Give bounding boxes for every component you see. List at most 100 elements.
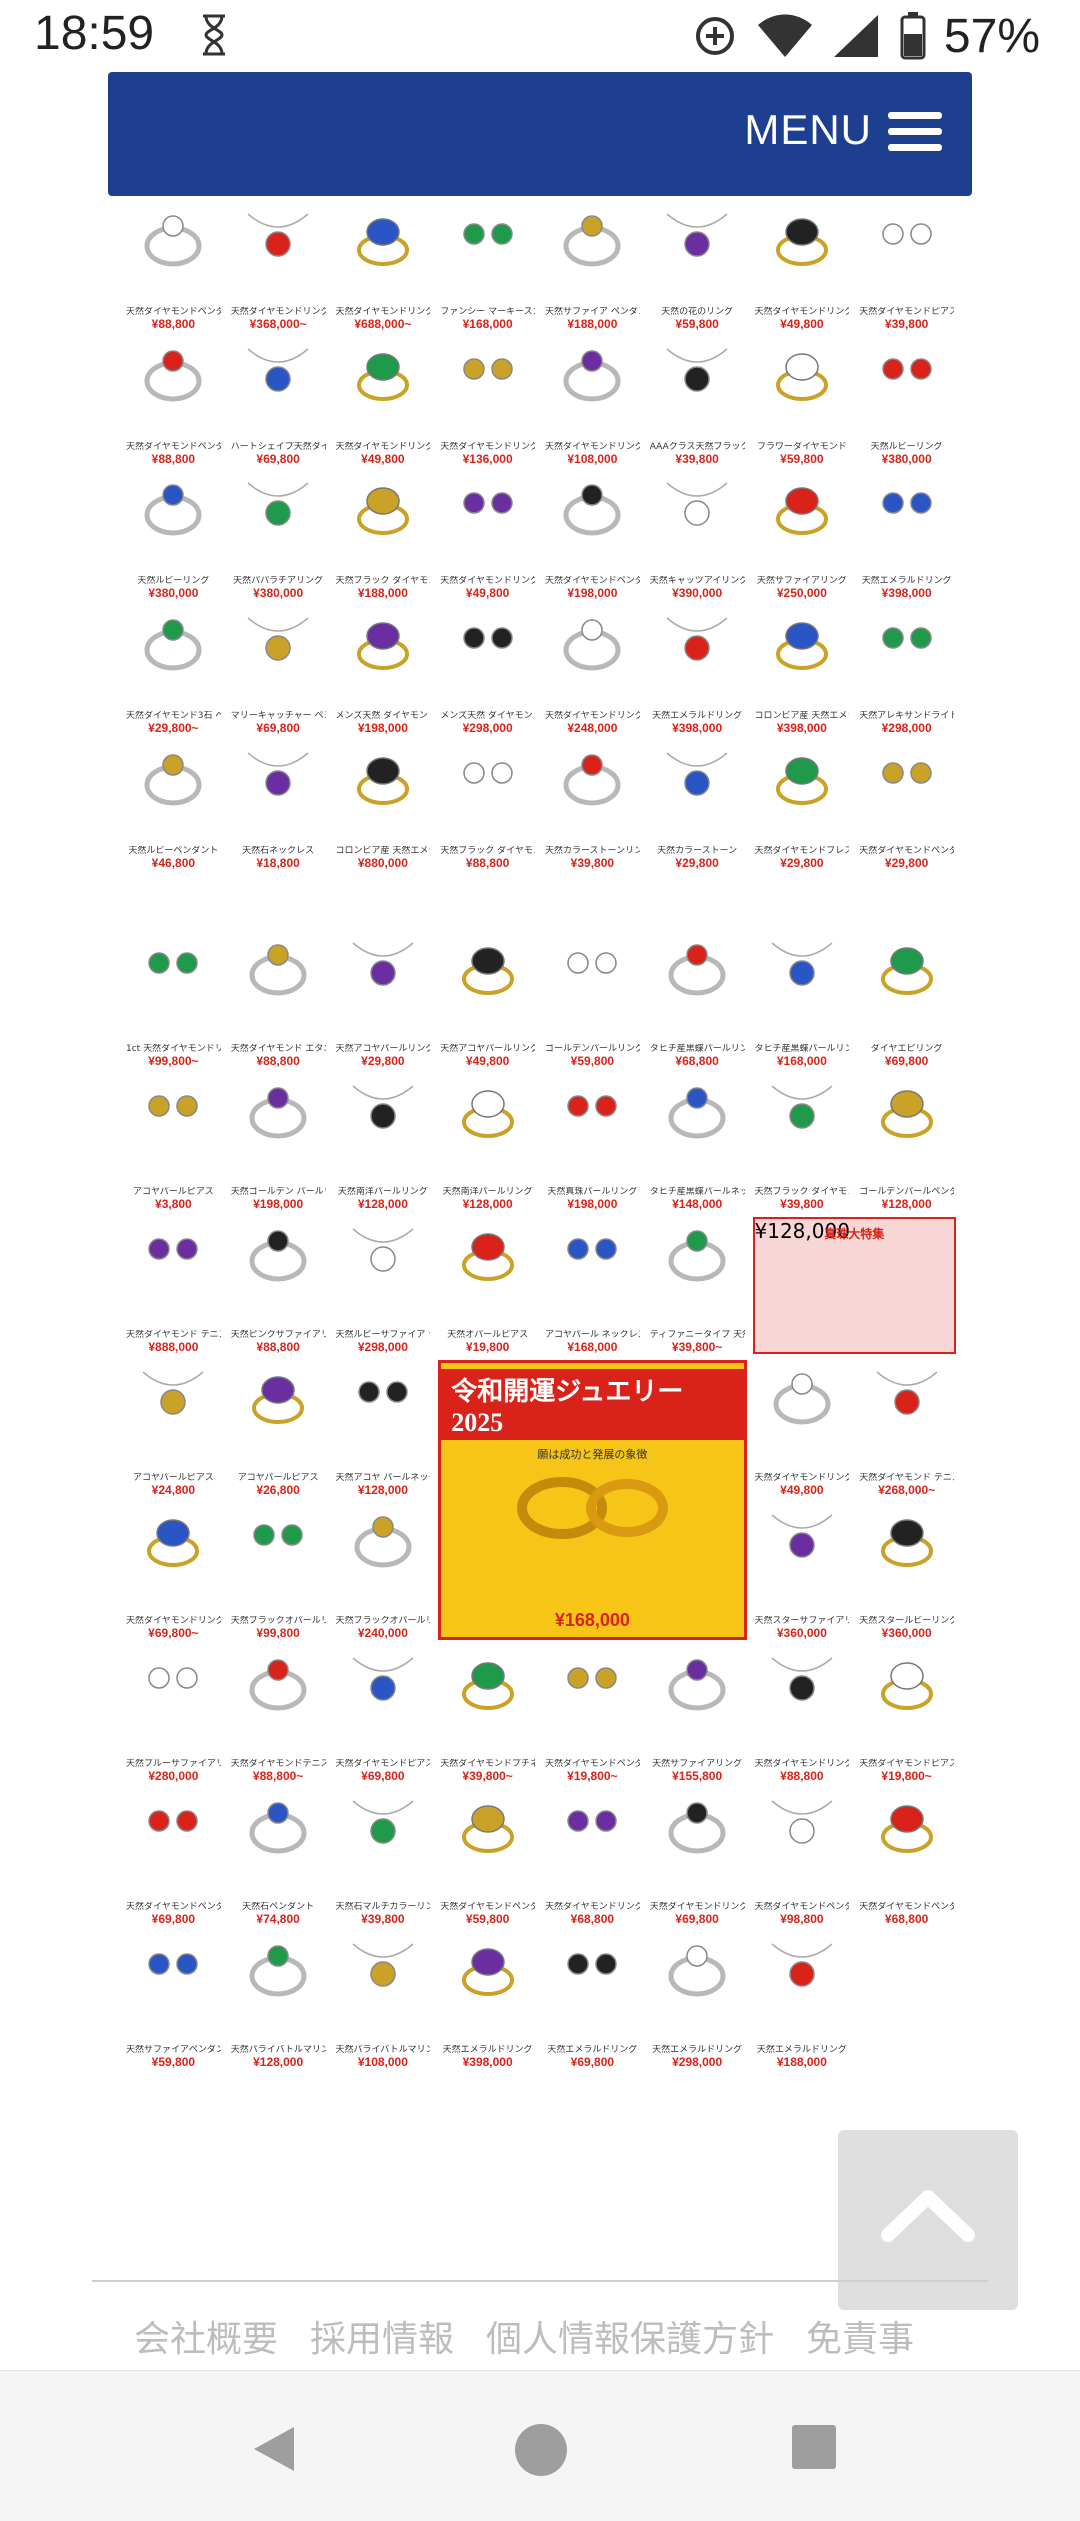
back-icon[interactable]: [248, 2423, 300, 2475]
product-price: ¥188,000: [776, 2055, 827, 2069]
product-item: 天然ダイヤモンドペンダント¥198,000: [543, 471, 642, 601]
jewelry-image: [876, 1371, 938, 1415]
product-price: ¥88,800: [256, 1340, 300, 1354]
product-price: ¥268,000~: [878, 1483, 936, 1497]
system-nav-bar: [0, 2370, 1080, 2521]
product-item: 天然ブラック ダイヤモンドネックレス¥39,800: [752, 1074, 852, 1211]
product-name: タヒチ産黒蝶パールリング: [649, 1044, 745, 1054]
product-name: 天然ブラック ダイヤモンドペンダント: [440, 846, 535, 856]
product-name: 天然石ペンダント: [242, 1902, 315, 1912]
product-price: ¥49,800: [465, 1054, 510, 1068]
product-item: 天然ダイヤモンドペンダント¥19,800~: [543, 1646, 642, 1783]
product-price: ¥168,000: [776, 1054, 827, 1068]
product-name: 天然ゴールデン パールリング: [230, 1187, 326, 1197]
site-header: MENU: [108, 72, 972, 196]
product-name: タヒチ産黒蝶パールリング: [754, 1044, 850, 1054]
jewelry-image: [144, 619, 202, 671]
scroll-to-top-button[interactable]: [838, 2130, 1018, 2310]
product-name: 天然エメラルドリング: [756, 2045, 847, 2055]
menu-label[interactable]: MENU: [744, 106, 872, 153]
signal-icon: [833, 15, 878, 57]
product-item: アコヤパールピアス¥24,800: [124, 1360, 223, 1497]
product-price: ¥69,800: [570, 2055, 615, 2069]
product-name: 天然サファイアペンダント: [126, 2045, 221, 2055]
product-name: 天然ダイヤモンドプチネックレス: [440, 1759, 535, 1769]
recents-icon[interactable]: [790, 2423, 838, 2471]
product-price: ¥398,000: [881, 586, 932, 601]
product-price: ¥18,800: [256, 856, 300, 870]
product-name: 天然ダイヤモンドピアス: [859, 306, 954, 317]
product-name: メンズ天然 ダイヤモンドリング: [440, 711, 535, 722]
jewelry-image: [461, 947, 514, 996]
product-name: 天然ダイヤモンドテニスブレス: [230, 1759, 326, 1769]
product-name: 天然サファイアリング: [652, 1759, 743, 1769]
product-price: ¥59,800: [570, 1054, 615, 1068]
product-item: マリーキャッチャー ペンダント¥69,800: [228, 606, 328, 736]
jewelry-image: [880, 1662, 933, 1711]
jewelry-image: [252, 1376, 305, 1425]
product-item: 天然エメラルドリング¥298,000: [647, 1932, 747, 2069]
product-name: 天然ダイヤモンドペンダント: [859, 846, 954, 856]
product-price: ¥108,000: [567, 451, 618, 466]
product-item: 天然サファイアリング¥155,800: [647, 1646, 747, 1783]
product-name: 天然アレキサンドライトリング: [859, 711, 954, 722]
product-price: ¥29,800: [780, 856, 824, 870]
product-item: 天然エメラルドリング¥398,000: [857, 471, 956, 601]
product-name: 天然ダイヤモンドペンダント: [126, 1902, 221, 1912]
product-item: 天然ダイヤモンド テニスネックレス¥268,000~: [857, 1360, 956, 1497]
footer-link-company[interactable]: 会社概要: [134, 2319, 279, 2360]
product-name: 天然ダイヤモンドペンダント: [126, 306, 221, 317]
jewelry-image: [148, 1095, 199, 1117]
product-item: 天然ダイヤモンドリング¥49,800: [752, 202, 852, 331]
banner-subtitle: 願は成功と発展の象徴: [537, 1448, 648, 1461]
jewelry-image: [462, 492, 513, 515]
product-name: 天然スターサファイアリング: [754, 1616, 850, 1626]
product-item: 天然石ネックレス¥18,800: [228, 741, 328, 870]
product-price: ¥880,000: [357, 856, 408, 870]
jewelry-image: [775, 757, 828, 805]
product-price: ¥39,800: [675, 451, 719, 466]
product-name: 天然ダイヤモンドペンダント: [126, 441, 221, 452]
product-item: コロンビア産 天然エメラルドリング¥398,000: [752, 606, 852, 736]
product-item: フラワーダイヤモンド¥59,800: [752, 336, 852, 466]
banner-price: ¥168,000: [554, 1610, 630, 1630]
footer-link-privacy[interactable]: 個人情報保護方針: [486, 2319, 775, 2360]
battery-percent: 57%: [943, 9, 1040, 63]
home-icon[interactable]: [514, 2423, 568, 2477]
product-item: 天然ダイヤモンド3石 ペンダント¥29,800~: [124, 606, 223, 736]
jewelry-image: [666, 617, 728, 661]
data-saver-icon: [695, 17, 734, 55]
product-item: コロンビア産 天然エメラルドリング¥880,000: [333, 741, 433, 870]
product-price: ¥198,000: [357, 721, 408, 736]
product-name: 天然エメラルドリング: [547, 2045, 638, 2055]
gold-ring-icon: [517, 1477, 669, 1539]
product-price: ¥59,800: [675, 316, 719, 331]
product-name: 天然サファイア ペンダント: [545, 306, 640, 317]
footer-link-recruit[interactable]: 採用情報: [310, 2319, 455, 2360]
product-price: ¥390,000: [672, 586, 723, 601]
product-price: ¥69,800: [256, 451, 300, 466]
product-price: ¥29,800: [361, 1054, 405, 1068]
product-name: 天然ダイヤモンドリング: [754, 1473, 850, 1483]
product-item: 天然ダイヤモンドリング カルティエタイプ¥69,800~: [124, 1503, 223, 1640]
jewelry-image: [567, 1095, 618, 1117]
jewelry-image: [249, 1087, 307, 1139]
jewelry-image: [666, 347, 728, 392]
product-item: 天然ダイヤモンドペンダント¥88,800: [124, 336, 223, 466]
jewelry-image: [356, 487, 409, 536]
jewelry-image: [881, 627, 932, 649]
product-name: 天然石マルチカラーリング: [335, 1902, 431, 1912]
product-price: ¥188,000: [357, 586, 408, 601]
product-name: 天然ダイヤモンド テニスネックレス: [859, 1473, 954, 1483]
footer-link-disclaimer[interactable]: 免責事: [806, 2319, 915, 2360]
jewelry-image: [881, 492, 932, 515]
hamburger-menu-icon[interactable]: [888, 112, 942, 152]
product-item: 天然ダイヤモンドプチネックレス¥39,800~: [438, 1646, 537, 1783]
product-item: 天然ブラック ダイヤモンドリング¥188,000: [333, 471, 433, 601]
promo-price: ¥128,000: [754, 1219, 850, 1243]
product-name: 天然ダイヤモンドリング: [440, 441, 535, 452]
product-item: 天然アコヤパールリング¥29,800: [333, 931, 433, 1068]
product-name: 1ct 天然ダイヤモンドリング: [126, 1044, 221, 1054]
product-name: 天然キャッツアイリング: [649, 576, 745, 587]
